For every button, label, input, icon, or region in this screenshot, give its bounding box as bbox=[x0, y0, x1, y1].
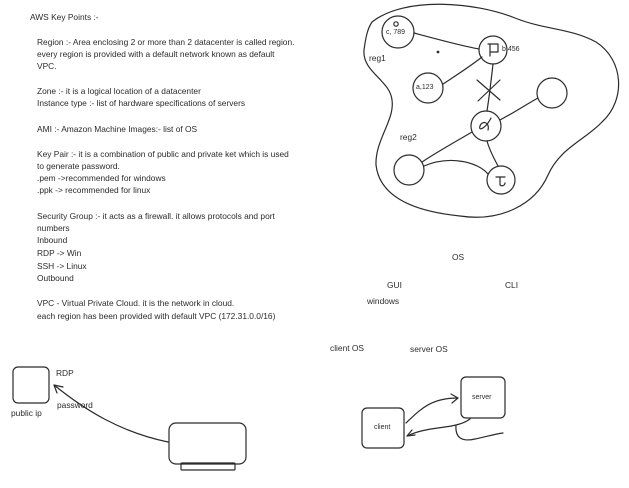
link-bl-mid bbox=[421, 131, 473, 163]
link-mid-right bbox=[499, 97, 539, 121]
rdp-arrow bbox=[53, 384, 169, 443]
link-bl-br bbox=[423, 159, 489, 175]
vpc-line-2: each region has been provided with defau… bbox=[37, 311, 276, 321]
link-mid-br bbox=[486, 140, 499, 167]
gui-label: GUI bbox=[387, 280, 402, 290]
client-os-label: client OS bbox=[330, 343, 364, 353]
pc-box bbox=[168, 422, 247, 465]
client-label: client bbox=[374, 424, 391, 431]
os-label: OS bbox=[452, 252, 465, 262]
node-a-label: a,123 bbox=[416, 84, 434, 91]
security-line-5: SSH -> Linux bbox=[37, 261, 87, 271]
region-boundary bbox=[363, 3, 620, 218]
client-to-server-head bbox=[450, 393, 459, 404]
vpc-line-1: VPC - Virtual Private Cloud. it is the n… bbox=[37, 298, 235, 308]
link-b-a bbox=[442, 56, 483, 85]
security-line-1: Security Group :- it acts as a firewall.… bbox=[37, 211, 275, 221]
squiggle-stroke bbox=[455, 424, 504, 441]
zone-line: Zone :- it is a logical location of a da… bbox=[37, 86, 201, 96]
node-right bbox=[536, 77, 568, 109]
server-to-client-head bbox=[406, 429, 416, 437]
rdp-label: RDP bbox=[56, 368, 74, 378]
reg2-label: reg2 bbox=[400, 132, 417, 142]
dot-marker bbox=[436, 50, 440, 54]
node-mid bbox=[470, 110, 502, 142]
link-c-b bbox=[413, 32, 480, 50]
node-mid-mark bbox=[479, 117, 492, 131]
region-line-2: every region is provided with a default … bbox=[37, 49, 275, 59]
link-cross-2 bbox=[477, 79, 501, 102]
reg1-label: reg1 bbox=[369, 53, 386, 63]
password-label: password bbox=[57, 400, 93, 410]
keypair-line-3: .pem ->recommended for windows bbox=[37, 173, 166, 183]
ami-line: AMI :- Amazon Machine Images:- list of O… bbox=[37, 124, 198, 134]
node-bottom-right-mark bbox=[495, 176, 506, 187]
windows-label: windows bbox=[367, 296, 400, 306]
keypair-line-2: to generate password. bbox=[37, 161, 120, 171]
rdp-arrow-head bbox=[53, 384, 64, 394]
server-to-client-arrow bbox=[406, 418, 471, 437]
pc-stand bbox=[180, 462, 236, 471]
node-c bbox=[381, 15, 415, 49]
client-to-server-arrow bbox=[405, 397, 459, 424]
public-ip-label: public ip bbox=[11, 408, 42, 418]
node-a bbox=[412, 72, 444, 104]
security-line-4: RDP -> Win bbox=[37, 248, 82, 258]
notes-title: AWS Key Points :- bbox=[30, 12, 99, 22]
server-box bbox=[460, 376, 506, 419]
link-cross-1 bbox=[476, 79, 501, 101]
node-c-label: c, 789 bbox=[386, 29, 406, 36]
cli-label: CLI bbox=[505, 280, 519, 290]
keypair-line-1: Key Pair :- it is a combination of publi… bbox=[37, 149, 289, 159]
server-os-label: server OS bbox=[410, 344, 448, 354]
region-line-3: VPC. bbox=[37, 61, 57, 71]
node-c-mark bbox=[393, 21, 399, 27]
security-line-6: Outbound bbox=[37, 273, 74, 283]
rdp-box bbox=[12, 366, 50, 404]
instance-type-line: Instance type :- list of hardware specif… bbox=[37, 98, 246, 108]
node-bottom-right bbox=[486, 165, 516, 195]
node-b-mark bbox=[487, 43, 499, 57]
keypair-line-4: .ppk -> recommended for linux bbox=[37, 185, 151, 195]
node-b-label: b,456 bbox=[502, 46, 520, 53]
security-line-3: Inbound bbox=[37, 235, 68, 245]
server-label: server bbox=[472, 394, 492, 401]
region-line-1: Region :- Area enclosing 2 or more than … bbox=[37, 37, 295, 47]
security-line-2: numbers bbox=[37, 223, 70, 233]
node-bottom-left bbox=[393, 154, 425, 186]
client-box bbox=[361, 407, 405, 449]
